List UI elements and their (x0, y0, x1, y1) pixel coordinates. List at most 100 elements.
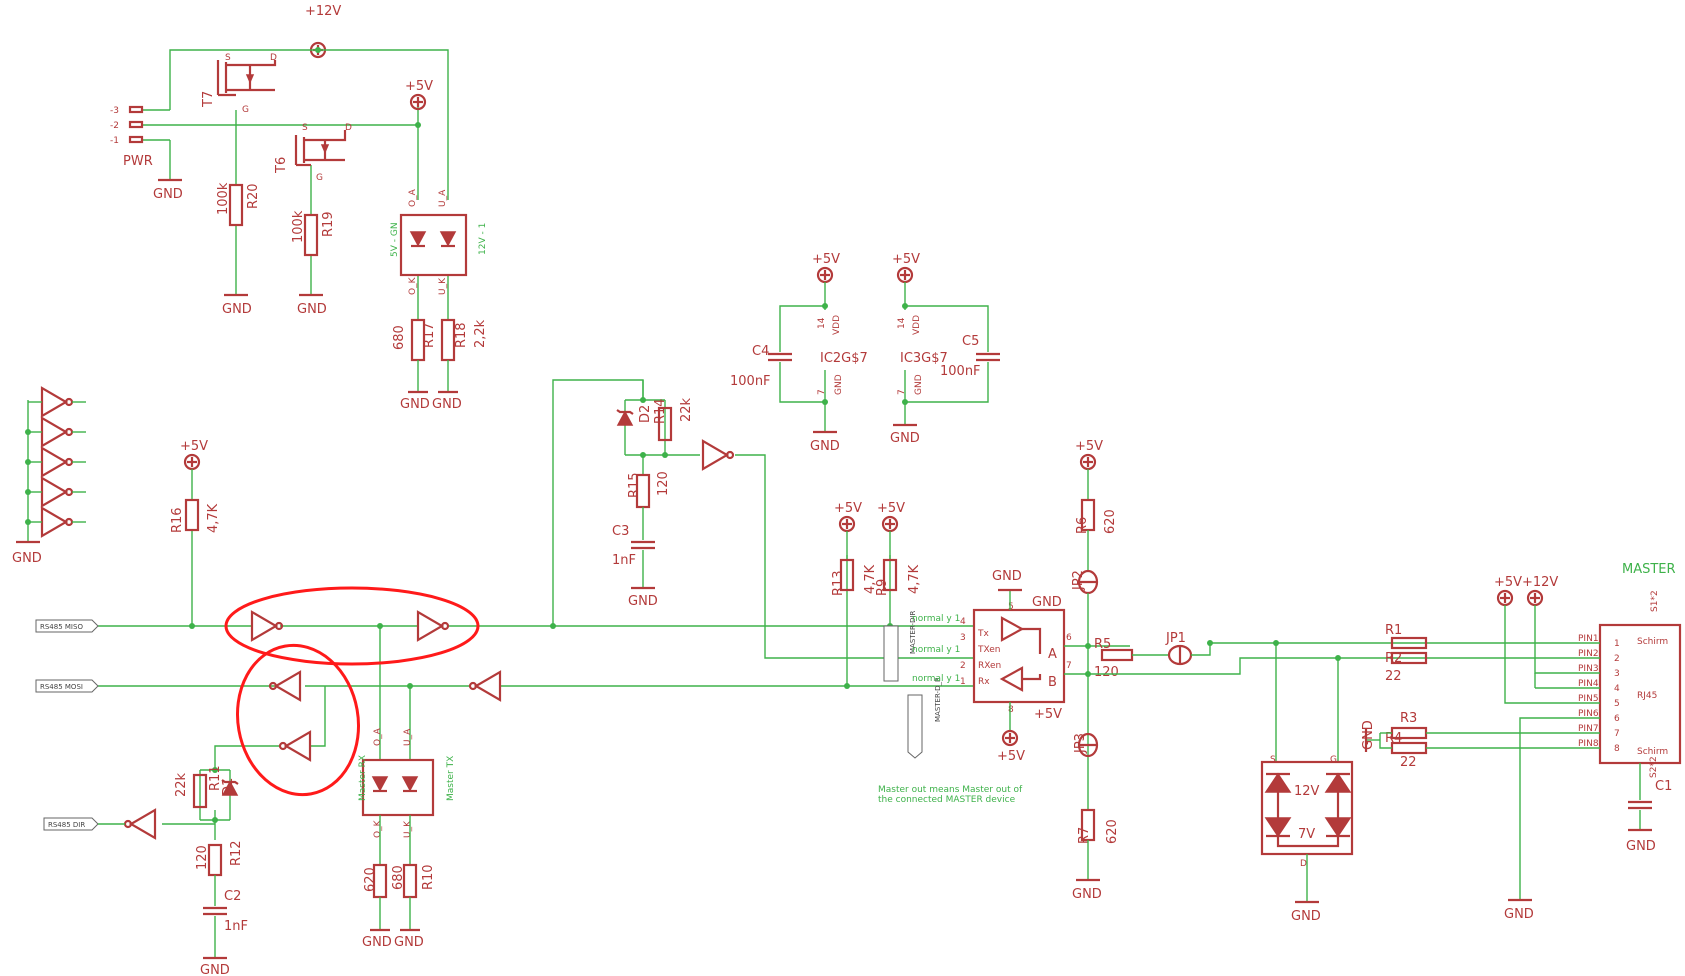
svg-text:R10: R10 (421, 864, 436, 890)
svg-text:D2: D2 (638, 405, 653, 423)
rj45-pin-number: 1 (1614, 639, 1620, 649)
svg-text:G: G (316, 173, 323, 183)
svg-text:O_A: O_A (408, 188, 418, 207)
supply-5v-led: +5V (405, 79, 433, 111)
inverter-dir (123, 808, 157, 840)
svg-text:1nF: 1nF (224, 919, 248, 934)
inverter-dir-feedback (278, 730, 312, 762)
svg-text:R15: R15 (627, 472, 642, 498)
svg-text:6: 6 (1066, 633, 1072, 643)
svg-text:C5: C5 (962, 334, 979, 349)
svg-text:MASTER-DIR: MASTER-DIR (909, 610, 917, 654)
resistor-r17: R17 680 (392, 318, 437, 362)
svg-text:+5V: +5V (405, 79, 433, 94)
svg-text:22k: 22k (174, 772, 189, 797)
inverter-mosi-2 (468, 670, 502, 702)
svg-text:R2: R2 (1385, 651, 1402, 666)
svg-text:R12: R12 (229, 840, 244, 866)
resistor-r9: +5V R9 4,7K (875, 501, 922, 596)
svg-text:O_K: O_K (408, 276, 418, 295)
svg-text:GND: GND (834, 374, 844, 395)
supply-12v-top: +12V (305, 4, 341, 59)
rc-network-bottom: 22k R11 D1 120 R12 C2 1nF GND (174, 765, 248, 976)
svg-text:Master out means Master out of: Master out means Master out of (878, 785, 1023, 795)
svg-text:R20: R20 (246, 183, 261, 209)
svg-text:+5V: +5V (1075, 439, 1103, 454)
svg-text:GND: GND (890, 431, 920, 446)
port-rs485-mosi: RS485 MOSI (35, 679, 99, 693)
svg-text:S: S (1270, 755, 1276, 765)
svg-text:R17: R17 (422, 322, 437, 348)
svg-text:C3: C3 (612, 524, 629, 539)
svg-text:4,7K: 4,7K (907, 564, 922, 594)
unused-inverters: GND (12, 386, 86, 566)
tvs-protection: 12V 7V S G D GND (1260, 643, 1354, 924)
svg-text:MASTER-D_R: MASTER-D_R (934, 677, 942, 722)
svg-text:5V - GN: 5V - GN (390, 222, 400, 257)
resistor-r16: +5V R16 4,7K (170, 439, 221, 533)
svg-text:Schirm: Schirm (1637, 637, 1668, 647)
svg-text:C4: C4 (752, 344, 769, 359)
resistor-r13: +5V R13 4,7K (831, 501, 878, 596)
svg-text:GND: GND (992, 569, 1022, 584)
svg-text:D: D (270, 53, 277, 63)
svg-text:22: 22 (1400, 755, 1417, 770)
rs485-transceiver: 4 3 2 1 Tx TXen RXen Rx A B 6 7 5 8 GND … (960, 569, 1088, 764)
svg-text:120: 120 (1094, 665, 1119, 680)
svg-text:2,2k: 2,2k (473, 319, 488, 348)
svg-text:+5V: +5V (180, 439, 208, 454)
svg-text:120: 120 (656, 471, 671, 496)
svg-text:T6: T6 (274, 157, 289, 174)
svg-text:+5V: +5V (877, 501, 905, 516)
svg-text:S2*2: S2*2 (1649, 756, 1659, 778)
svg-text:Master RX: Master RX (358, 755, 368, 801)
port-master-dir-2: MASTER-D_R (907, 677, 942, 759)
inverter-mosi-1 (268, 670, 302, 702)
svg-text:normal y 1: normal y 1 (912, 645, 960, 655)
master-led-dual: O_A U_A O_K U_K Master RX Master TX 620 … (358, 727, 456, 950)
svg-text:U_A: U_A (403, 728, 413, 746)
svg-text:RS485 DIR: RS485 DIR (48, 821, 85, 829)
svg-text:+5V: +5V (1494, 575, 1522, 590)
rj45-pin-label: PIN6 (1578, 709, 1599, 719)
svg-text:GND: GND (394, 935, 424, 950)
rj45-pin-label: PIN2 (1578, 649, 1599, 659)
svg-text:-2: -2 (110, 121, 119, 131)
rj45-pin-number: 7 (1614, 729, 1620, 739)
rj45-pin-number: 3 (1614, 669, 1620, 679)
svg-text:1: 1 (960, 677, 966, 687)
svg-text:D: D (345, 123, 352, 133)
svg-text:4: 4 (960, 617, 966, 627)
svg-text:12V - 1: 12V - 1 (478, 223, 488, 255)
svg-text:JP2: JP2 (1071, 570, 1086, 591)
rc-network-top: D2 R14 22k R15 120 C3 1nF GND (612, 380, 700, 609)
svg-text:7V: 7V (1298, 827, 1315, 842)
svg-text:TXen: TXen (977, 645, 1001, 655)
svg-text:100nF: 100nF (730, 374, 771, 389)
svg-text:12V: 12V (1294, 784, 1320, 799)
svg-text:14: 14 (897, 317, 907, 329)
svg-text:R16: R16 (170, 507, 185, 533)
svg-text:7: 7 (897, 389, 907, 395)
svg-text:GND: GND (222, 302, 252, 317)
svg-text:R6: R6 (1075, 517, 1090, 534)
svg-text:5: 5 (1008, 602, 1014, 612)
svg-text:+5V: +5V (834, 501, 862, 516)
svg-text:4,7K: 4,7K (206, 503, 221, 533)
svg-text:IC3G$7: IC3G$7 (900, 351, 948, 366)
mosfet-t7: S D G T7 (201, 53, 277, 115)
power-switch-section: +12V -3 -2 -1 PWR GND (110, 4, 488, 412)
termination-network: +5V R6 620 JP2 R5 120 JP1 JP3 R7 620 GND (1071, 439, 1556, 902)
rj45-supply: +5V +12V GND (1494, 575, 1558, 922)
svg-text:GND: GND (200, 963, 230, 976)
svg-text:the connected MASTER device: the connected MASTER device (878, 795, 1016, 805)
svg-text:100nF: 100nF (940, 364, 981, 379)
svg-text:R11: R11 (208, 765, 223, 791)
svg-text:14: 14 (817, 317, 827, 329)
svg-text:R18: R18 (454, 322, 469, 348)
svg-text:R7: R7 (1077, 827, 1092, 844)
decoupling-ic2: +5V C4 100nF 14 VDD 7 GND IC2G$7 GND (730, 252, 868, 454)
status-led-dual: O_A U_A O_K U_K 5V - GN 12V - 1 (390, 188, 488, 295)
svg-text:3: 3 (960, 633, 966, 643)
